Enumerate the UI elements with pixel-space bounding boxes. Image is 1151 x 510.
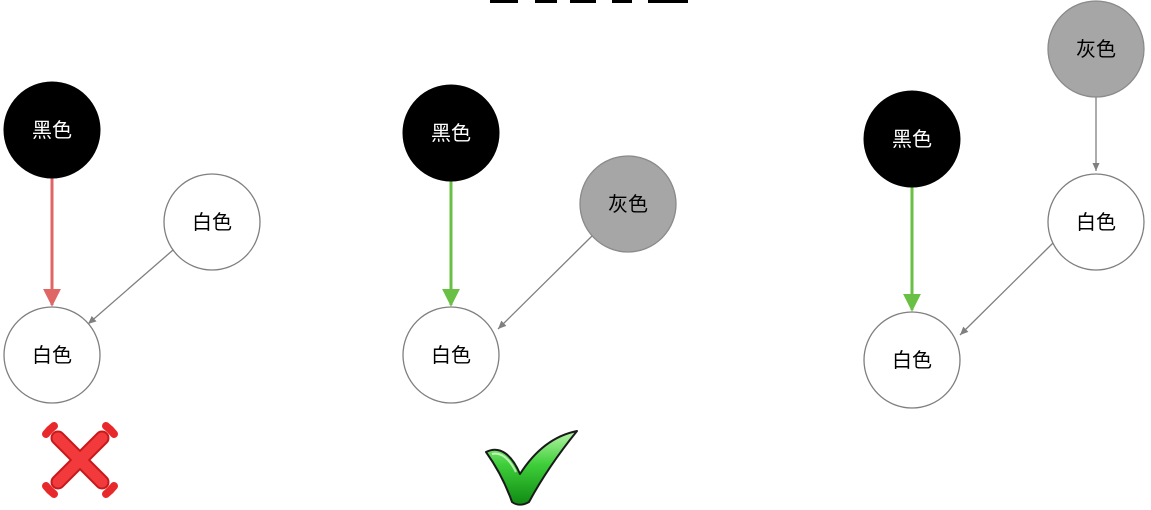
- node-label: 白色: [1076, 210, 1116, 234]
- node-white: 白色: [1047, 173, 1145, 271]
- node-label: 灰色: [1076, 37, 1116, 61]
- panel-right: 灰色 黑色 白色 白色: [863, 0, 1145, 409]
- node-white: 白色: [163, 173, 261, 271]
- edge-white-to-white: [87, 249, 174, 325]
- node-gray: 灰色: [579, 155, 677, 253]
- node-label: 白色: [32, 343, 72, 367]
- node-black: 黑色: [402, 84, 500, 182]
- node-white: 白色: [863, 311, 961, 409]
- node-gray: 灰色: [1047, 0, 1145, 98]
- node-black: 黑色: [3, 81, 101, 179]
- node-label: 黑色: [32, 118, 72, 142]
- node-white: 白色: [402, 306, 500, 404]
- node-label: 白色: [192, 210, 232, 234]
- node-label: 白色: [892, 348, 932, 372]
- node-label: 黑色: [892, 127, 932, 151]
- title-fragment: [490, 0, 688, 3]
- checkmark-icon: [485, 430, 578, 506]
- panel-middle: 黑色 灰色 白色: [402, 84, 677, 506]
- edge-gray-to-white: [497, 235, 593, 330]
- node-label: 灰色: [608, 192, 648, 216]
- node-black: 黑色: [863, 90, 961, 188]
- cross-icon: [42, 422, 118, 498]
- node-label: 黑色: [431, 121, 471, 145]
- panel-left: 黑色 白色 白色: [3, 81, 261, 498]
- node-label: 白色: [431, 343, 471, 367]
- edge-white-to-white: [959, 242, 1054, 336]
- node-white: 白色: [3, 306, 101, 404]
